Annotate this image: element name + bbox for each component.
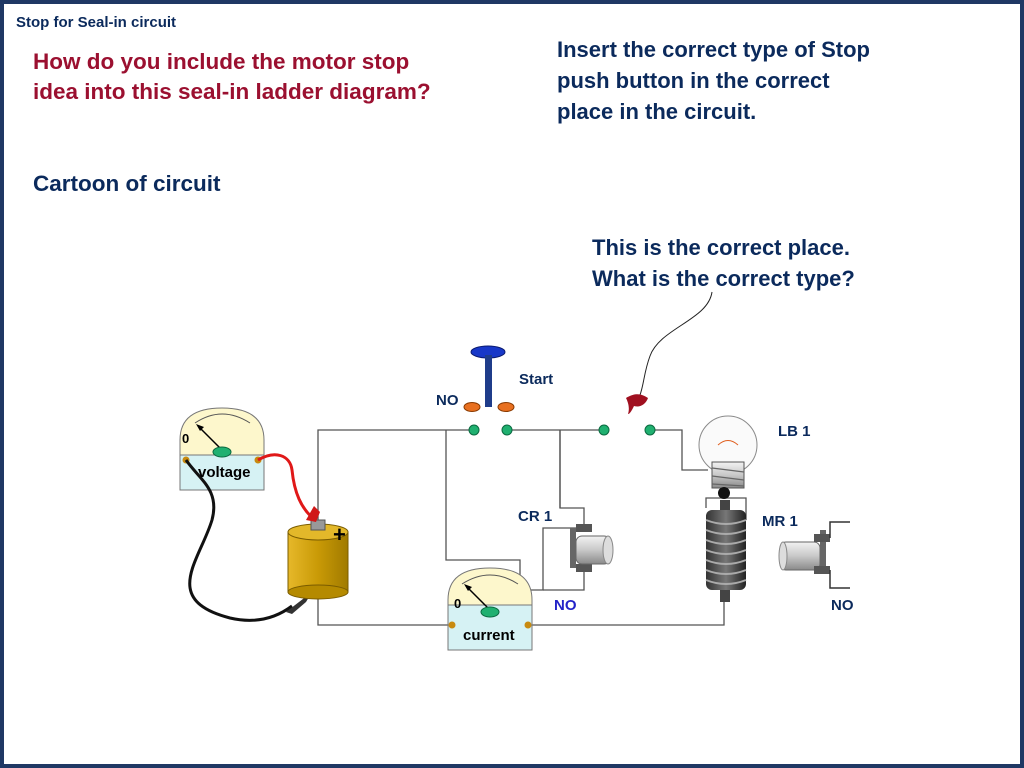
battery xyxy=(287,506,349,600)
battery-plus-label: + xyxy=(333,522,346,547)
current-zero-label: 0 xyxy=(454,596,462,611)
callout-pointer-tip xyxy=(626,394,648,414)
callout-pointer-line xyxy=(639,291,713,396)
mr1-contact xyxy=(778,521,850,589)
callout-line-1: This is the correct place. xyxy=(592,235,850,260)
callout-line-2: What is the correct type? xyxy=(592,266,855,291)
callout-text: This is the correct place. What is the c… xyxy=(592,232,972,294)
voltage-meter xyxy=(179,407,265,491)
voltage-meter-label: voltage xyxy=(198,464,251,481)
section-heading: Cartoon of circuit xyxy=(33,171,221,196)
cr1-contact xyxy=(570,524,614,572)
mr1-label: MR 1 xyxy=(762,513,798,530)
start-push-button xyxy=(463,345,515,412)
instruction-line-2: push button in the correct xyxy=(557,68,830,93)
instruction-line-1: Insert the correct type of Stop xyxy=(557,37,870,62)
red-lead-wire xyxy=(257,453,319,524)
instruction-line-3: place in the circuit. xyxy=(557,99,757,124)
black-lead-wire xyxy=(184,459,293,622)
lamp-label: LB 1 xyxy=(778,423,811,440)
question-line-1: How do you include the motor stop xyxy=(33,49,410,74)
voltage-zero-label: 0 xyxy=(182,431,190,446)
question-line-2: idea into this seal-in ladder diagram? xyxy=(33,79,431,104)
cr1-contact-no-label: NO xyxy=(554,597,577,614)
instruction-text: Insert the correct type of Stop push but… xyxy=(557,34,977,127)
start-contact-no-label: NO xyxy=(436,392,459,409)
mr1-contact-no-label: NO xyxy=(831,597,854,614)
light-bulb xyxy=(698,415,758,499)
contact-terminals xyxy=(468,424,656,436)
start-label: Start xyxy=(519,371,554,388)
cr1-label: CR 1 xyxy=(518,508,553,525)
relay-coil xyxy=(705,500,747,602)
current-meter xyxy=(447,567,533,651)
slide-title: Stop for Seal-in circuit xyxy=(16,14,177,31)
current-meter-label: current xyxy=(463,627,515,644)
question-text: How do you include the motor stop idea i… xyxy=(33,47,533,107)
